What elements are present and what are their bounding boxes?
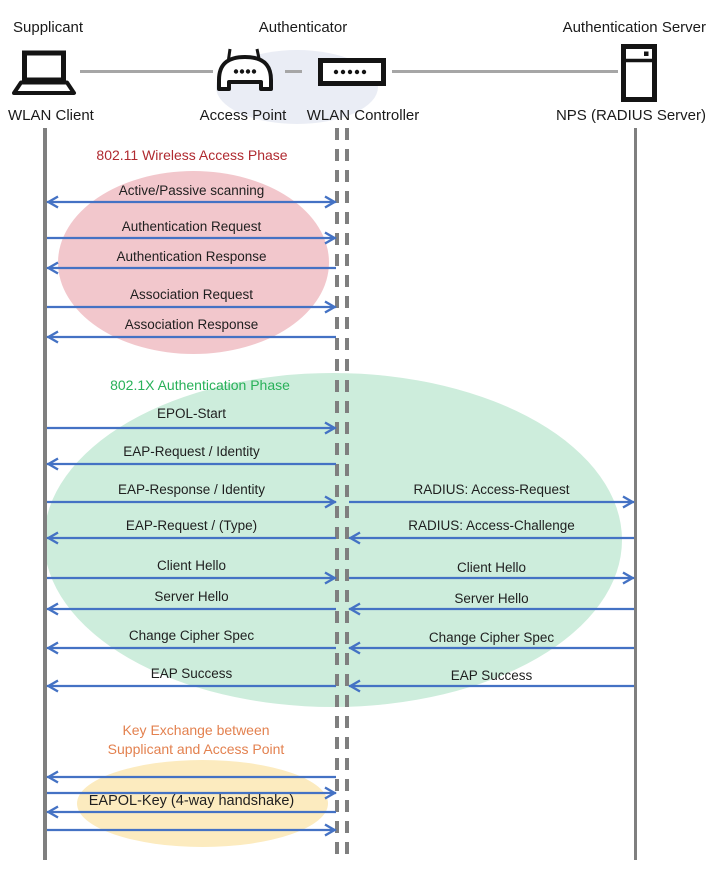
role-label-authentication-server: Authentication Server xyxy=(562,19,706,36)
message-label: Change Cipher Spec xyxy=(428,630,555,645)
phase-title-authentication: 802.1X Authentication Phase xyxy=(110,377,290,393)
message-arrow xyxy=(46,641,336,655)
message-arrow xyxy=(349,571,635,585)
message-label: Server Hello xyxy=(454,591,529,606)
message-arrow xyxy=(47,495,337,509)
message-label: Association Response xyxy=(124,317,259,332)
message-label: EAP-Request / Identity xyxy=(123,444,260,459)
link-controller-server xyxy=(392,70,618,73)
message-label: Active/Passive scanning xyxy=(118,183,265,198)
message-label: RADIUS: Access-Challenge xyxy=(408,518,575,533)
message-arrow xyxy=(47,421,337,435)
link-ap-controller xyxy=(285,70,302,73)
message-arrow xyxy=(46,679,336,693)
message-arrow xyxy=(46,805,336,819)
device-label-wlan-client: WLAN Client xyxy=(8,107,94,124)
message-arrow xyxy=(47,231,337,245)
message-arrow xyxy=(46,531,336,545)
message-label: Server Hello xyxy=(154,589,229,604)
server-icon xyxy=(621,44,657,102)
message-arrow xyxy=(348,602,634,616)
message-arrow xyxy=(348,531,634,545)
message-label: Client Hello xyxy=(156,558,227,573)
message-arrow xyxy=(46,330,336,344)
lifeline-wlan-client xyxy=(43,128,47,860)
message-label: EAP-Request / (Type) xyxy=(125,518,258,533)
message-label: EAP Success xyxy=(450,668,533,683)
message-arrow xyxy=(47,571,337,585)
message-arrow xyxy=(349,495,635,509)
phase-title-wireless-access: 802.11 Wireless Access Phase xyxy=(96,147,288,163)
role-label-authenticator: Authenticator xyxy=(258,19,348,36)
lifeline-radius-server xyxy=(634,128,637,860)
lifeline-wlan-controller-left xyxy=(335,128,339,860)
message-arrow xyxy=(46,770,336,784)
device-label-access-point: Access Point xyxy=(199,107,287,124)
message-label: Change Cipher Spec xyxy=(128,628,255,643)
message-arrow xyxy=(46,457,336,471)
message-label: EAPOL-Key (4-way handshake) xyxy=(88,793,295,809)
device-label-wlan-controller: WLAN Controller xyxy=(306,107,420,124)
message-label: RADIUS: Access-Request xyxy=(413,482,570,497)
message-arrow xyxy=(47,823,337,837)
message-arrow xyxy=(46,195,337,209)
message-arrow xyxy=(47,300,337,314)
laptop-icon xyxy=(12,50,76,95)
message-arrow xyxy=(46,602,336,616)
access-point-icon xyxy=(217,48,273,91)
device-label-nps-radius-server: NPS (RADIUS Server) xyxy=(555,107,706,124)
message-label: Client Hello xyxy=(456,560,527,575)
message-label: Authentication Request xyxy=(121,219,262,234)
message-label: EPOL-Start xyxy=(156,406,227,421)
role-label-supplicant: Supplicant xyxy=(13,19,84,36)
phase-ellipse-key-exchange xyxy=(77,760,328,847)
message-arrow xyxy=(47,786,337,800)
message-arrow xyxy=(348,679,634,693)
wlan-controller-icon xyxy=(318,58,386,86)
message-label: EAP Success xyxy=(150,666,233,681)
message-arrow xyxy=(348,641,634,655)
phase-title-key-exchange-line1: Key Exchange between xyxy=(122,722,270,738)
message-arrow xyxy=(46,261,336,275)
lifeline-wlan-controller-right xyxy=(345,128,349,860)
message-label: EAP-Response / Identity xyxy=(117,482,266,497)
message-label: Association Request xyxy=(129,287,254,302)
message-label: Authentication Response xyxy=(116,249,267,264)
link-client-ap xyxy=(80,70,213,73)
phase-title-key-exchange-line2: Supplicant and Access Point xyxy=(107,741,285,757)
